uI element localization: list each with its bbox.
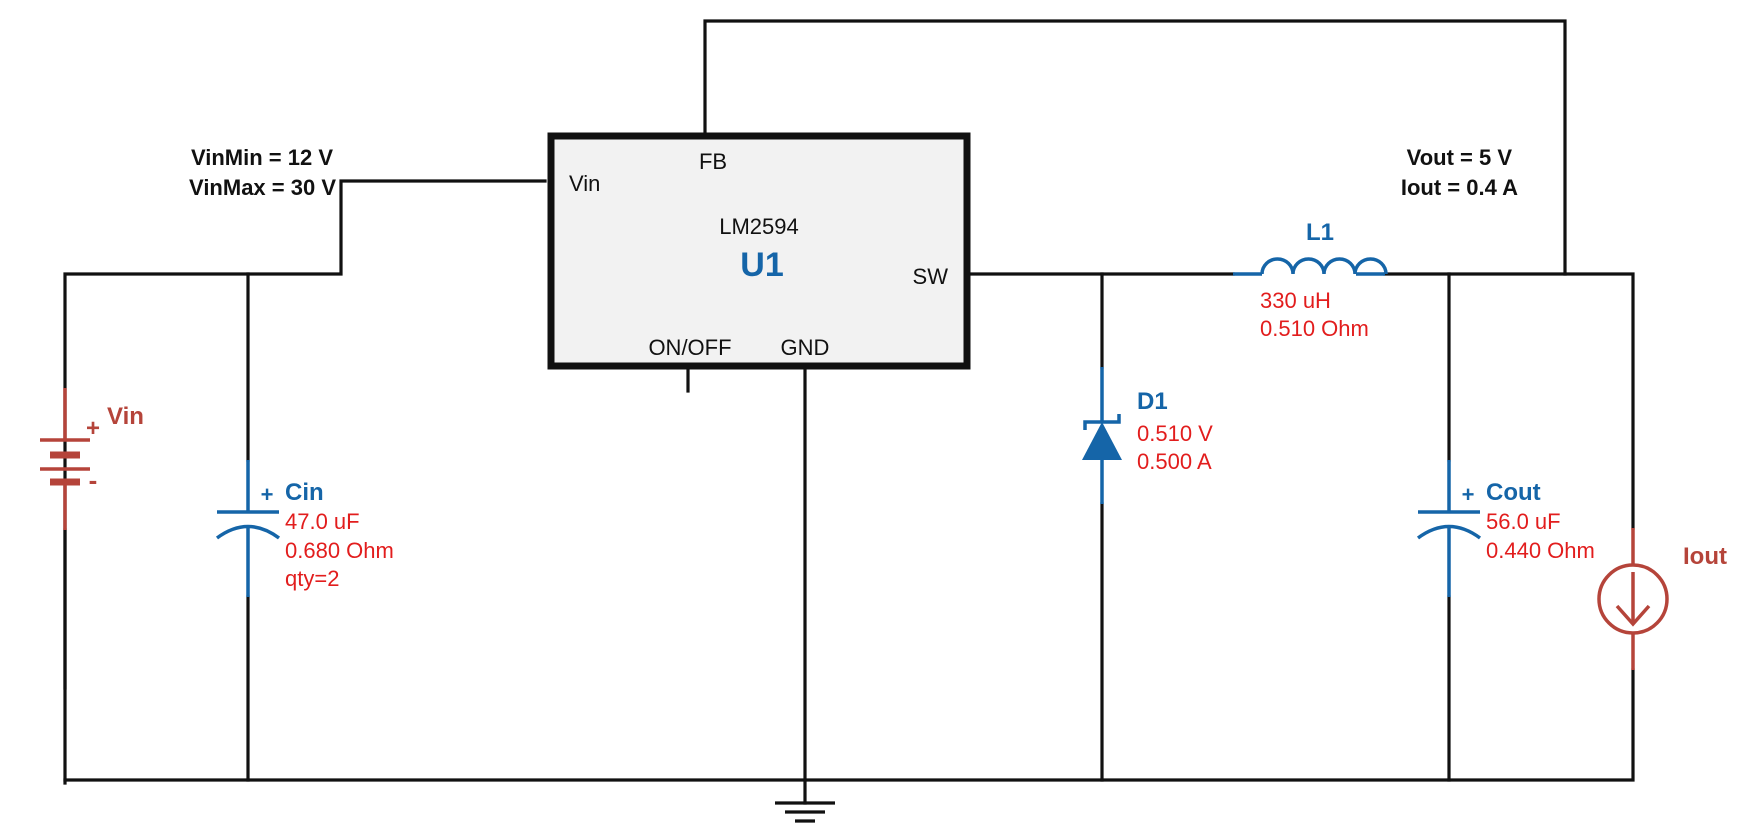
ic-u1-body: [547, 132, 971, 370]
cin-esr: 0.680 Ohm: [285, 538, 394, 563]
cout-plate-curved: [1416, 524, 1482, 540]
wire-vin-input: [63, 179, 547, 690]
iout-current-source[interactable]: Iout: [1597, 528, 1727, 670]
ic-pin-gnd-label: GND: [781, 335, 830, 360]
cin-capacitance: 47.0 uF: [285, 509, 360, 534]
ic-pin-sw-label: SW: [913, 264, 949, 289]
wire-iout-bottom: [63, 668, 1635, 785]
wire-fb-feedback: [703, 19, 1567, 276]
battery-minus-sign: -: [89, 465, 98, 495]
cin-qty: qty=2: [285, 566, 339, 591]
cin-plate-curved: [215, 524, 281, 540]
battery-plus-sign: +: [86, 415, 100, 442]
d1-forward-voltage: 0.510 V: [1137, 421, 1213, 446]
ic-pin-fb-label: FB: [699, 149, 727, 174]
wires: [63, 19, 1635, 805]
d1-current: 0.500 A: [1137, 449, 1212, 474]
d1-triangle: [1082, 422, 1122, 460]
vin-battery-source[interactable]: + - Vin: [40, 388, 144, 530]
capacitor-cin[interactable]: + Cin 47.0 uF 0.680 Ohm qty=2: [215, 460, 394, 597]
l1-label: L1: [1306, 219, 1334, 246]
cout-capacitance: 56.0 uF: [1486, 509, 1561, 534]
battery-label: Vin: [107, 403, 144, 430]
inductor-l1[interactable]: L1 330 uH 0.510 Ohm: [1233, 219, 1388, 341]
spec-vin-max: VinMax = 30 V: [189, 175, 336, 200]
d1-label: D1: [1137, 388, 1168, 415]
iout-arrow-head: [1615, 604, 1651, 627]
cin-plus-sign: +: [261, 482, 274, 507]
capacitor-cout[interactable]: + Cout 56.0 uF 0.440 Ohm: [1416, 460, 1595, 597]
l1-coils: [1260, 257, 1388, 275]
l1-dcr: 0.510 Ohm: [1260, 316, 1369, 341]
diode-d1[interactable]: D1 0.510 V 0.500 A: [1082, 367, 1213, 504]
ic-pin-onoff-label: ON/OFF: [648, 335, 731, 360]
wire-output-rail: [1383, 272, 1635, 530]
spec-iout: Iout = 0.4 A: [1401, 175, 1518, 200]
cout-label: Cout: [1486, 479, 1541, 506]
l1-inductance: 330 uH: [1260, 288, 1331, 313]
ground-symbol: [775, 801, 835, 823]
ic-u1[interactable]: FB Vin LM2594 U1 SW ON/OFF GND: [547, 132, 971, 370]
iout-label: Iout: [1683, 543, 1727, 570]
spec-vout: Vout = 5 V: [1407, 145, 1513, 170]
spec-vin-min: VinMin = 12 V: [191, 145, 333, 170]
ic-pin-vin-label: Vin: [569, 171, 600, 196]
cout-esr: 0.440 Ohm: [1486, 538, 1595, 563]
ic-designator: U1: [740, 246, 783, 284]
cout-plus-sign: +: [1462, 482, 1475, 507]
ic-part-number: LM2594: [719, 214, 799, 239]
cin-label: Cin: [285, 479, 324, 506]
